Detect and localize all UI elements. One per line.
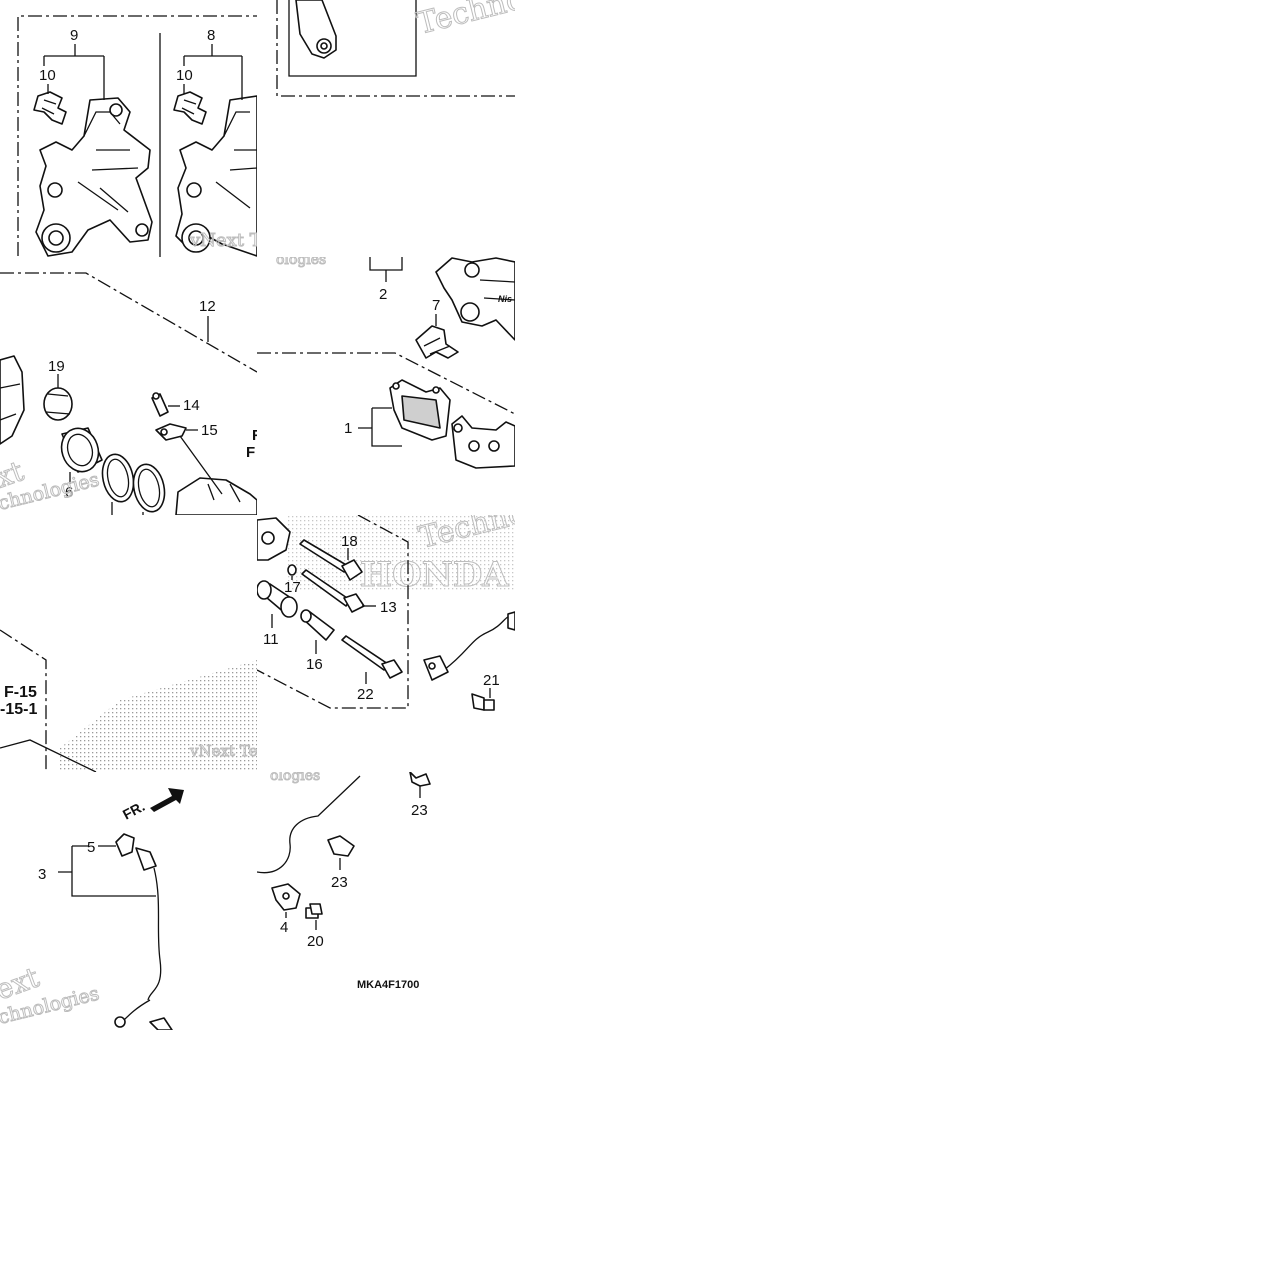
sensor-cable [257,775,361,874]
front-direction-arrow: FR. [120,788,184,823]
watermark: vNext Tec [189,230,281,251]
callout-7: 7 [432,297,440,314]
callout-11: 11 [263,631,279,648]
caliper-brand-mark: Nis [498,294,512,304]
callout-9: 9 [70,27,78,44]
bolt-22 [341,635,403,679]
dust-seal [132,463,166,513]
leader-3 [58,845,156,897]
reference-f15-1: -15-1 [0,701,37,718]
tile-sensor-cable: FR. 5 3 ext chnologies [0,788,184,1030]
leader-1 [358,407,402,447]
callout-6: 6 [65,484,73,501]
callout-17: 17 [284,579,301,596]
callout-1: 1 [344,420,352,437]
caliper-body-partial [0,355,25,445]
bracket-2 [369,257,403,271]
caliper-body-upper: Nis [435,257,515,341]
callout-21: 21 [483,672,500,689]
reference-cut-1: F [252,427,261,444]
callout-18: 18 [341,533,358,550]
callout-23-upper: 23 [411,802,428,819]
pad-retainer-10-left [33,91,67,125]
callout-22: 22 [357,686,374,703]
tile-caliper-brackets: 9 8 10 10 vNext Tec [17,15,281,257]
callout-19: 19 [48,358,65,375]
leader-reference [0,739,97,772]
reference-f15: F-15 [4,684,37,701]
watermark-honda: HONDA [360,555,509,595]
group-boundary [0,629,47,772]
watermark: vNext Te [189,742,258,760]
leader-15 [179,429,223,495]
callout-13: 13 [380,599,397,616]
caliper-bracket-8 [175,95,257,257]
callout-3: 3 [38,866,46,883]
wheel-speed-sensor-3 [114,847,173,1030]
tile-cable-routing: 23 23 4 20 MKA4F1700 ologies [257,768,431,991]
cable-clamp-23-upper [409,772,431,787]
callout-12: 12 [199,298,216,315]
group-boundary [257,352,515,415]
cable-clamp-5 [115,833,135,857]
callout-4: 4 [280,919,288,936]
tile-upper-right: Techno [276,0,527,97]
pad-spring-7 [415,325,459,359]
brake-pad-1-front [389,379,451,441]
diagram-code: MKA4F1700 [357,979,419,991]
callout-15: 15 [201,422,218,439]
piston-seal [101,453,135,503]
watermark: ologies [276,252,326,268]
leader-8 [183,44,243,100]
leader-6 [69,472,144,515]
tile-slide-pins: HONDA [257,515,515,711]
callout-14: 14 [183,397,200,414]
sleeve-11 [257,580,298,618]
slide-pin-18 [299,539,363,581]
speed-sensor [423,611,515,681]
inner-boundary [288,0,417,77]
pad-retainer-10-right [173,91,207,125]
group-boundary [276,0,515,97]
callout-5: 5 [87,839,95,856]
brake-pad-1-rear [451,415,515,469]
bolt-20 [305,903,323,919]
front-arrow-label: FR. [120,798,147,823]
caliper-body-lower [175,477,257,515]
tile-piston-seals: 12 19 14 15 6 F F xt chnologies [0,272,261,515]
leader-10 [47,84,185,94]
sleeve-16 [300,609,335,641]
dust-boot-19 [43,387,73,421]
callout-23-lower: 23 [331,874,348,891]
bleeder-screw-14 [151,392,169,417]
caliper-bracket-arm [295,0,337,59]
callout-2: 2 [379,286,387,303]
watermark: Techno [413,0,527,42]
group-boundary [17,15,257,256]
bolt-21 [471,693,495,711]
callout-10-right: 10 [176,67,193,84]
o-ring-17 [287,564,297,576]
group-boundary [0,272,257,373]
reference-cut-2: F [246,444,255,461]
callout-16: 16 [306,656,323,673]
group-boundary [257,515,409,709]
cable-clamp-23-lower [327,835,355,857]
callout-20: 20 [307,933,324,950]
caliper-bracket-9 [35,97,153,257]
callout-8: 8 [207,27,215,44]
honda-watermark-texture [60,660,257,772]
tile-brake-pads: Nis 2 7 1 ologies [257,252,515,469]
callout-10-left: 10 [39,67,56,84]
leader-9 [43,44,105,100]
watermark: ologies [270,768,320,784]
piston-6 [60,427,103,473]
caliper-body-corner [257,517,291,561]
sensor-stay-4 [271,883,301,911]
tile-reference: F-15 -15-1 vNext Te [0,629,258,772]
bleeder-cap-15 [155,423,187,441]
